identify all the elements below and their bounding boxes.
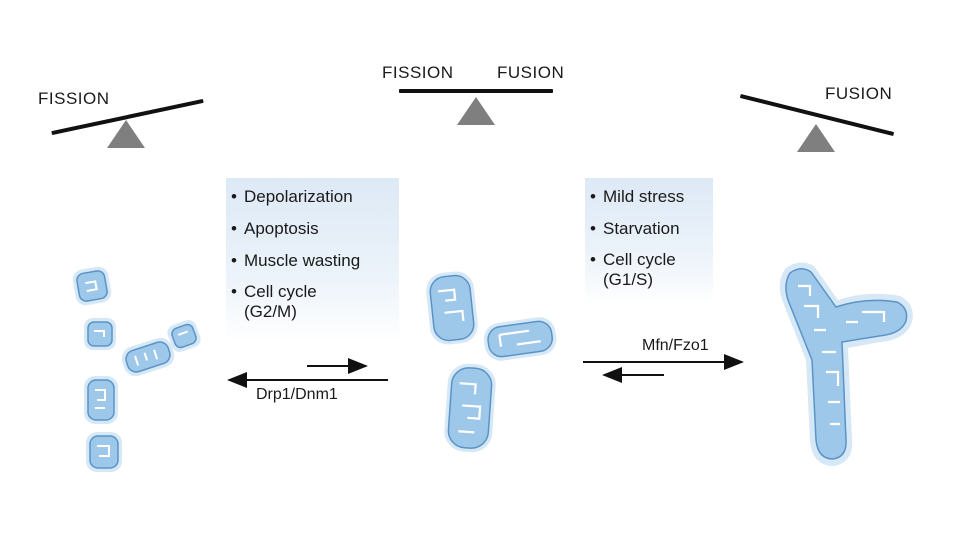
fragmented-mitochondria	[72, 266, 201, 472]
balance-center-fulcrum	[457, 97, 495, 125]
mitochondrion-medium	[444, 363, 496, 453]
mitochondrion-medium	[426, 271, 478, 345]
fusion-condition-item: •Starvation	[590, 219, 680, 238]
mitochondrion-fragment	[167, 319, 201, 353]
fused-mitochondrial-network	[779, 262, 913, 466]
mitochondrion-fragment	[84, 318, 116, 350]
fission-conditions-box: •Depolarization •Apoptosis •Muscle wasti…	[226, 178, 399, 342]
balance-right-label: FUSION	[825, 84, 893, 103]
mitochondrion-fragment	[84, 376, 118, 424]
mitochondrion-fragment	[72, 266, 112, 306]
mitochondrion-medium	[483, 317, 557, 361]
balanced-mitochondria	[426, 271, 557, 453]
fission-condition-item: •Cell cycle (G2/M)	[231, 282, 317, 321]
fission-condition-item: •Apoptosis	[231, 219, 319, 238]
balance-right-fulcrum	[797, 124, 835, 152]
fusion-condition-item: •Cell cycle (G1/S)	[590, 250, 676, 289]
fusion-condition-item: •Mild stress	[590, 187, 685, 206]
balance-center-left-label: FISSION	[382, 63, 454, 82]
balance-left-fulcrum	[107, 120, 145, 148]
fission-condition-item: •Muscle wasting	[231, 251, 361, 270]
fusion-conditions-box: •Mild stress •Starvation •Cell cycle (G1…	[585, 178, 713, 306]
mitochondrion-fragment	[121, 337, 175, 377]
balance-left-label: FISSION	[38, 89, 110, 108]
balance-center-right-label: FUSION	[497, 63, 565, 82]
fission-protein-label: Drp1/Dnm1	[256, 386, 338, 403]
balance-center-beam	[399, 89, 553, 93]
fission-condition-item: •Depolarization	[231, 187, 353, 206]
fusion-protein-label: Mfn/Fzo1	[642, 337, 709, 354]
mitochondrion-fragment	[86, 432, 122, 472]
